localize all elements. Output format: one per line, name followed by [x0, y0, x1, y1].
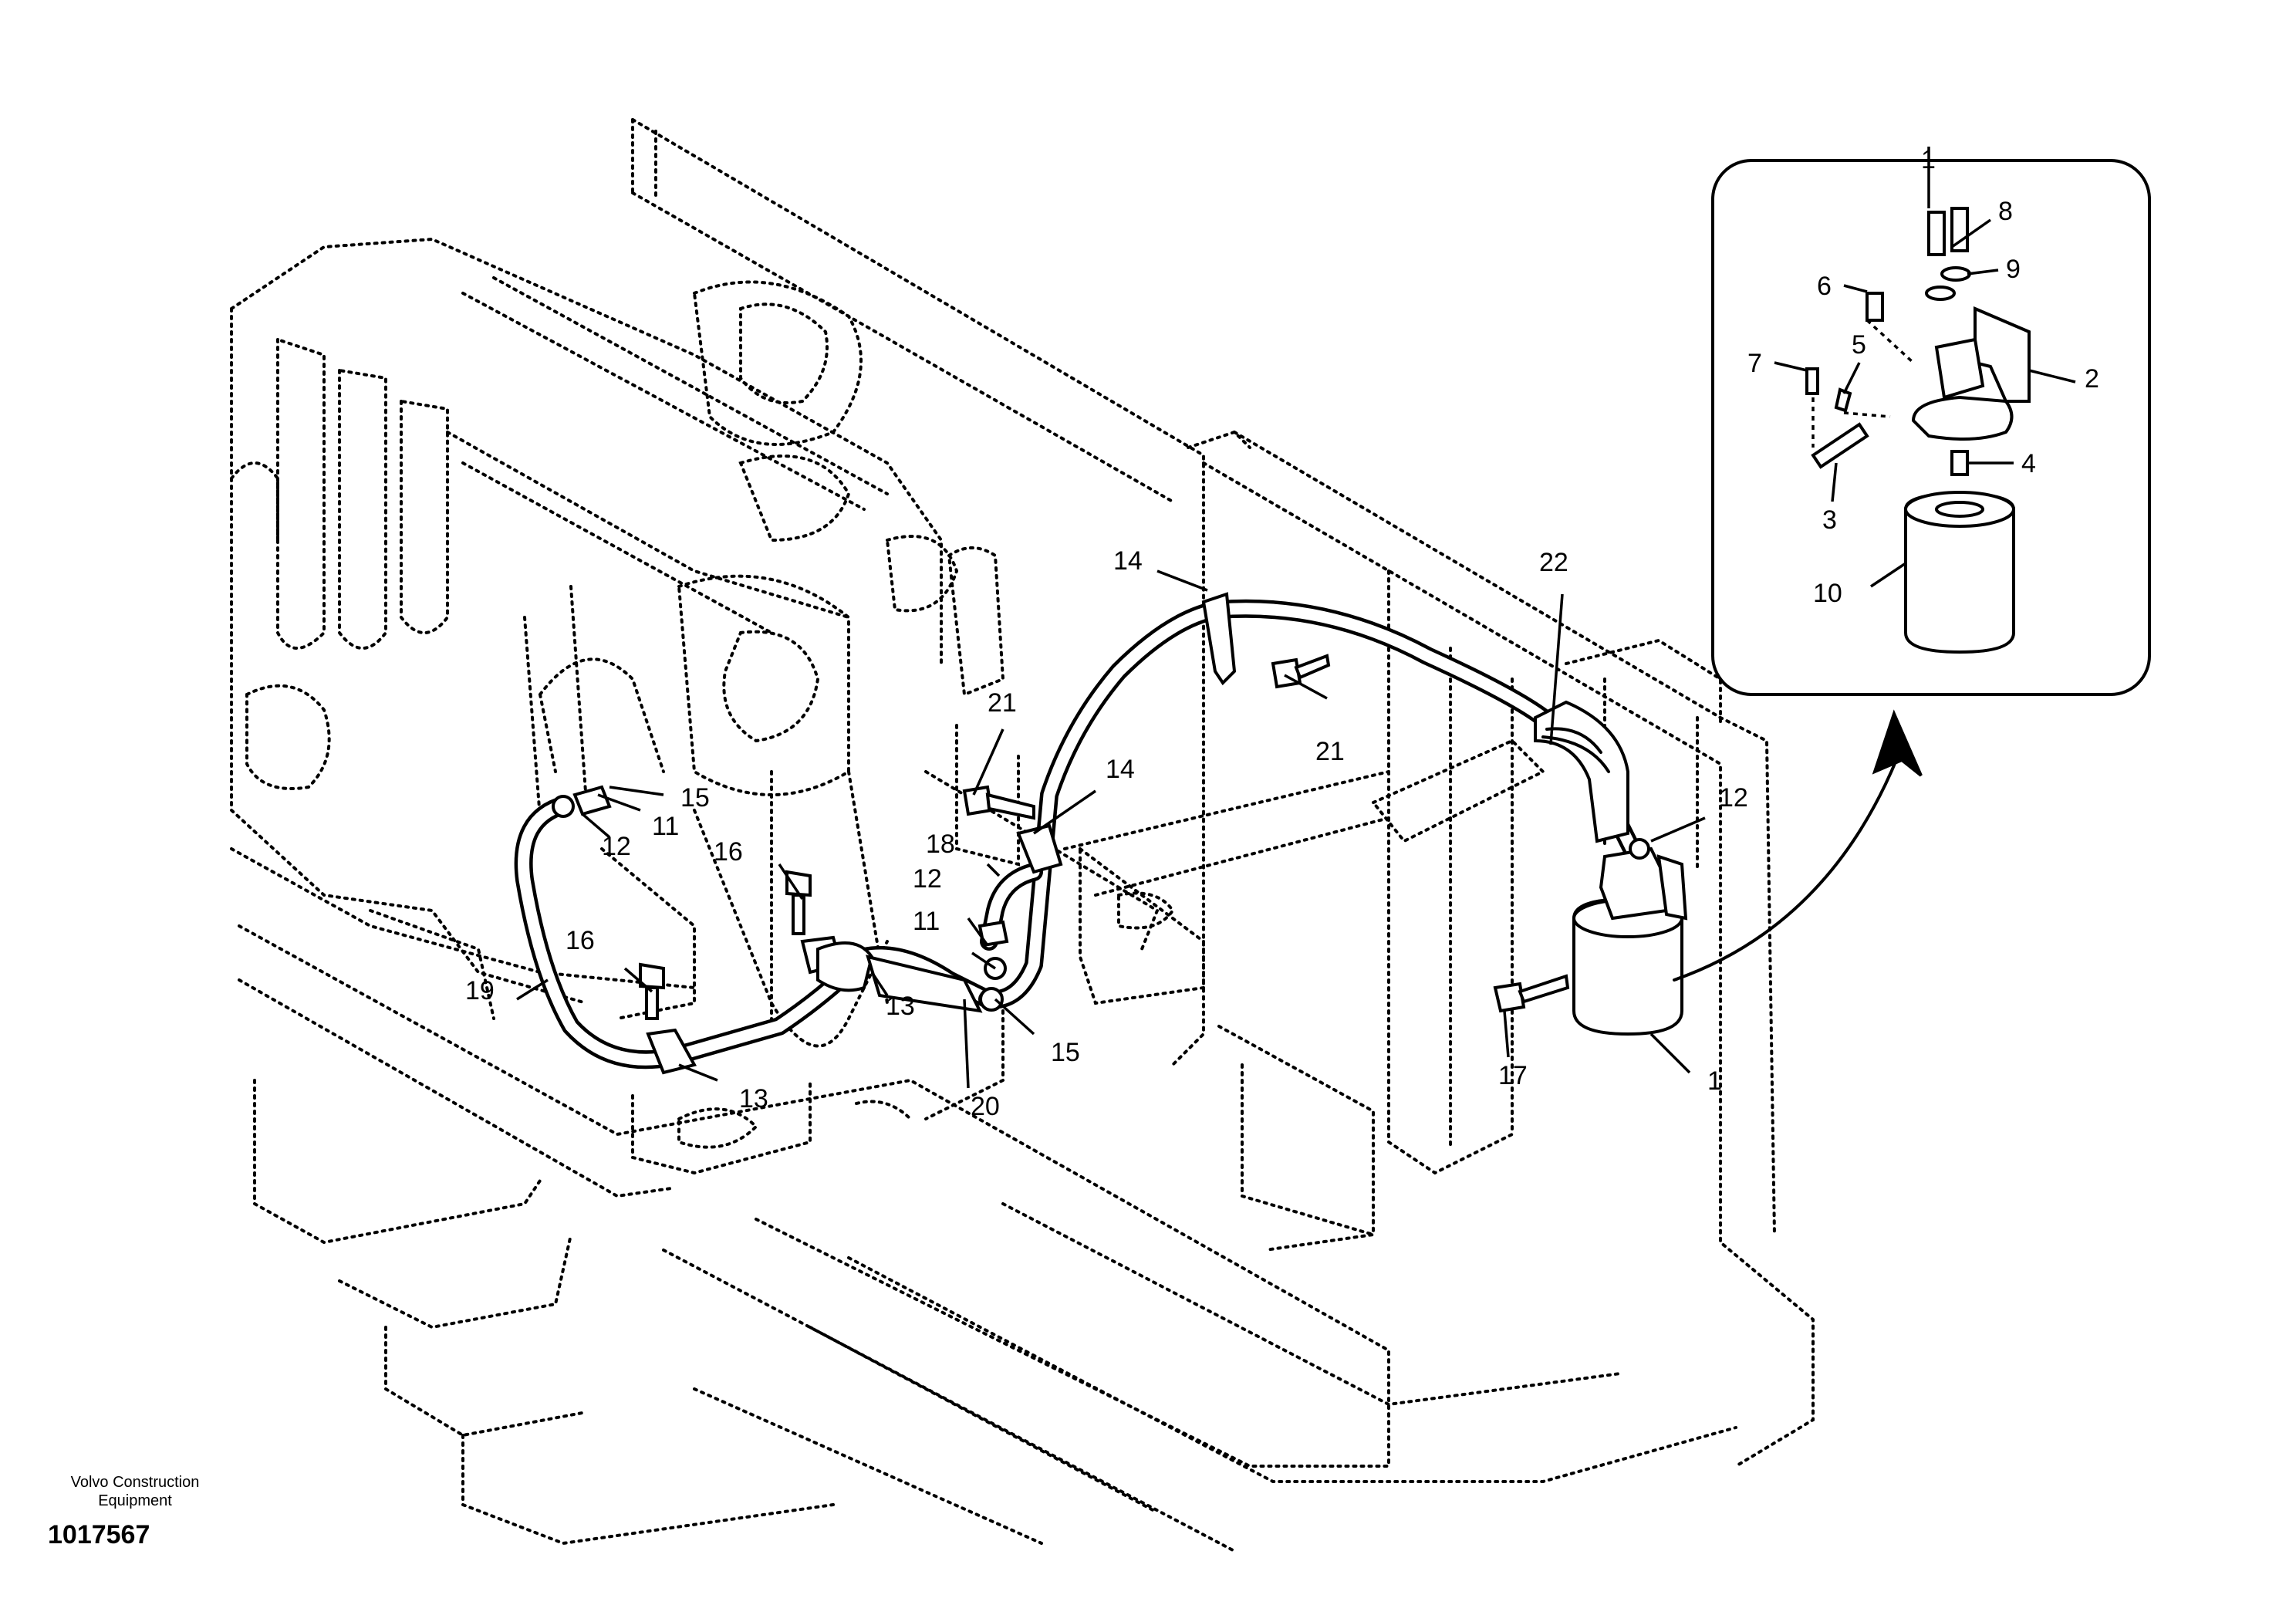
callout-label: 22 — [1539, 548, 1568, 577]
inset-callout-label: 5 — [1852, 330, 1866, 360]
callout-label: 14 — [1106, 755, 1135, 784]
callout-label: 1 — [1707, 1066, 1722, 1096]
callout-label: 14 — [1113, 546, 1143, 576]
callout-label: 12 — [602, 832, 631, 861]
fuel-filter-assembly — [1572, 838, 1688, 1036]
manufacturer-line-2: Equipment — [98, 1492, 172, 1509]
callout-label: 17 — [1498, 1061, 1528, 1090]
callout-label: 21 — [988, 688, 1017, 718]
callout-label: 12 — [1719, 783, 1748, 813]
callout-label: 15 — [1051, 1038, 1080, 1067]
inset-callout-label: 8 — [1998, 197, 2013, 226]
callout-label: 13 — [886, 992, 915, 1021]
inset-callout-label: 4 — [2021, 449, 2036, 478]
callout-label: 13 — [739, 1084, 768, 1113]
leader-lines — [516, 147, 2076, 1089]
bolts — [639, 654, 1570, 1020]
callout-label: 16 — [714, 837, 743, 867]
callout-label: 18 — [926, 830, 955, 859]
callout-label: 16 — [566, 926, 595, 955]
callout-label: 19 — [465, 976, 495, 1005]
filter-detail-inset — [1711, 159, 2151, 696]
hose-sleeve-22 — [1534, 700, 1629, 843]
inset-callout-label: 7 — [1747, 349, 1762, 378]
callout-labels: 1 12 13 13 14 14 15 15 16 16 17 18 19 20… — [465, 145, 2099, 1121]
arrow-head — [1872, 709, 1923, 777]
fuel-hoses — [514, 599, 1645, 1070]
manufacturer-line-1: Volvo Construction — [70, 1474, 200, 1491]
callout-label: 11 — [652, 812, 679, 841]
callout-label: 15 — [680, 783, 710, 813]
detail-arrow — [1673, 755, 1899, 982]
inset-callout-label: 6 — [1817, 272, 1832, 301]
inset-callout-label: 3 — [1822, 505, 1837, 535]
callout-label: 12 — [913, 864, 942, 894]
inset-callout-label: 10 — [1813, 579, 1842, 608]
inset-callout-label: 2 — [2085, 364, 2099, 394]
background-outlines — [230, 118, 1815, 1553]
inset-callout-label: 9 — [2006, 255, 2021, 284]
document-number: 1017567 — [48, 1520, 150, 1549]
clamps — [552, 592, 1237, 1075]
callout-label: 11 — [913, 907, 940, 936]
inset-callout-label: 1 — [1921, 145, 1936, 174]
callout-label: 21 — [1315, 737, 1345, 766]
callout-label: 20 — [971, 1092, 1000, 1121]
